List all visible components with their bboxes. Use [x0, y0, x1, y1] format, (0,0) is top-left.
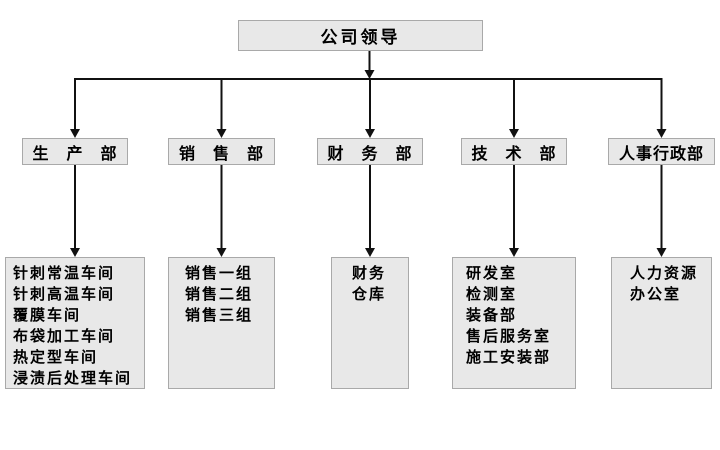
node-production-units: 针刺常温车间 针刺高温车间 覆膜车间 布袋加工车间 热定型车间 浸渍后处理车间 — [5, 257, 145, 389]
node-sales-dept-label: 销 售 部 — [178, 145, 264, 163]
arrowhead — [509, 129, 519, 138]
node-company-leadership: 公司领导 — [238, 20, 483, 51]
node-production-dept: 生 产 部 — [22, 138, 128, 165]
unit-item: 人力资源 — [630, 265, 699, 282]
unit-item: 办公室 — [630, 286, 682, 303]
arrowhead — [216, 129, 227, 138]
unit-item: 针刺常温车间 — [13, 265, 116, 282]
arrowhead — [656, 248, 667, 257]
arrowhead — [70, 248, 80, 257]
node-technology-dept-label: 技 术 部 — [471, 145, 557, 163]
node-finance-dept: 财 务 部 — [317, 138, 423, 165]
node-finance-units: 财务 仓库 — [331, 257, 409, 389]
unit-item: 销售三组 — [185, 307, 254, 324]
node-sales-units: 销售一组 销售二组 销售三组 — [168, 257, 275, 389]
unit-item: 检测室 — [466, 286, 518, 303]
arrowhead — [656, 129, 667, 138]
arrowhead — [365, 248, 375, 257]
arrowhead — [365, 129, 375, 138]
unit-item: 财务 — [352, 265, 387, 282]
unit-item: 热定型车间 — [13, 349, 99, 366]
node-sales-dept: 销 售 部 — [168, 138, 275, 165]
unit-item: 装备部 — [466, 307, 518, 324]
unit-item: 浸渍后处理车间 — [13, 370, 133, 387]
node-hr-admin-units: 人力资源 办公室 — [611, 257, 712, 389]
unit-item: 售后服务室 — [466, 328, 552, 345]
node-hr-admin-dept-label: 人事行政部 — [618, 145, 704, 163]
arrowhead — [364, 70, 375, 79]
unit-item: 针刺高温车间 — [13, 286, 116, 303]
unit-item: 施工安装部 — [466, 349, 552, 366]
unit-item: 覆膜车间 — [13, 307, 82, 324]
node-production-dept-label: 生 产 部 — [32, 145, 118, 163]
unit-item: 销售二组 — [185, 286, 254, 303]
node-technology-dept: 技 术 部 — [461, 138, 567, 165]
unit-item: 销售一组 — [185, 265, 254, 282]
node-hr-admin-dept: 人事行政部 — [608, 138, 715, 165]
node-finance-dept-label: 财 务 部 — [327, 145, 413, 163]
arrowhead — [216, 248, 227, 257]
node-technology-units: 研发室 检测室 装备部 售后服务室 施工安装部 — [452, 257, 576, 389]
node-company-leadership-label: 公司领导 — [320, 28, 401, 47]
arrowhead — [509, 248, 519, 257]
unit-item: 仓库 — [352, 286, 387, 303]
unit-item: 布袋加工车间 — [13, 328, 116, 345]
unit-item: 研发室 — [466, 265, 518, 282]
arrowhead — [70, 129, 80, 138]
